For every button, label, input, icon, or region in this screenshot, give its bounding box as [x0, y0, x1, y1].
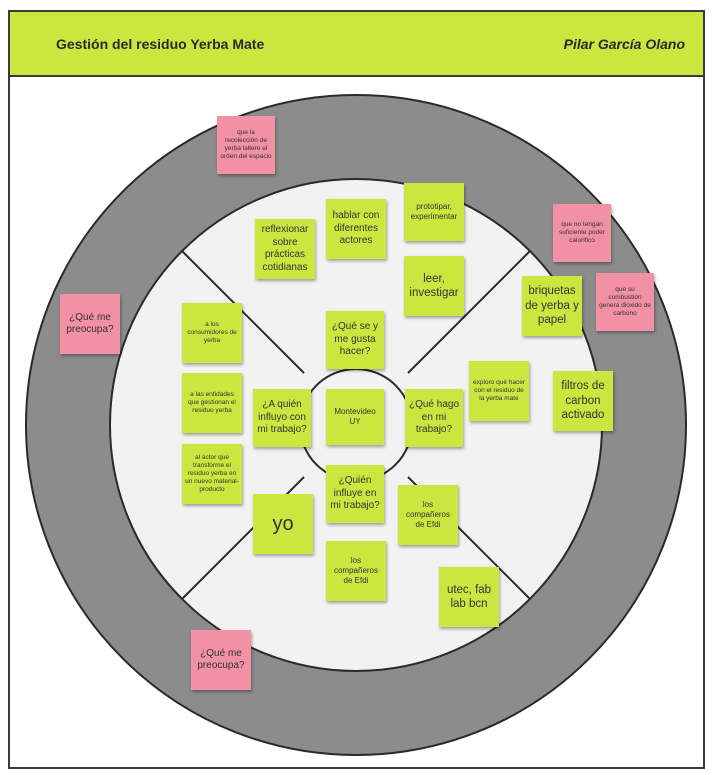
bottom-note-companeros-1[interactable]: los compañeros de Efdi — [398, 485, 458, 545]
center-note-right[interactable]: ¿Qué hago en mi trabajo? — [405, 389, 463, 447]
left-note-entidades[interactable]: a las entidades que gestionan el residuo… — [182, 373, 242, 433]
author-name: Pilar García Olano — [563, 36, 685, 52]
bottom-note-utec[interactable]: utec, fab lab bcn — [439, 567, 499, 627]
concern-note-recoleccion[interactable]: que la recolección de yerba laltere el o… — [217, 116, 275, 174]
right-note-filtros[interactable]: filtros de carbon activado — [553, 371, 613, 431]
divider-ne — [407, 250, 531, 374]
center-note-left[interactable]: ¿A quién influyo con mi trabajo? — [253, 389, 311, 447]
top-note-leer[interactable]: leer, investigar — [404, 256, 464, 316]
concern-label-bottom[interactable]: ¿Qué me preocupa? — [191, 630, 251, 690]
center-note-bottom[interactable]: ¿Quién influye en mi trabajo? — [326, 465, 384, 523]
bottom-note-yo[interactable]: yo — [253, 494, 313, 554]
concern-label-left[interactable]: ¿Qué me preocupa? — [60, 294, 120, 354]
top-note-reflexionar[interactable]: reflexionar sobre prácticas cotidianas — [255, 219, 315, 279]
concern-note-combustion[interactable]: que su combustión genera dioxido de carb… — [596, 273, 654, 331]
header-bar: Gestión del residuo Yerba Mate Pilar Gar… — [8, 10, 705, 77]
board-title: Gestión del residuo Yerba Mate — [56, 36, 265, 52]
right-note-exploro[interactable]: exploro qué hacer con el residuo de la y… — [469, 361, 529, 421]
top-note-hablar[interactable]: hablar con diferentes actores — [326, 199, 386, 259]
bottom-note-companeros-2[interactable]: los compañeros de Efdi — [326, 541, 386, 601]
left-note-consumidores[interactable]: a los consumidores de yerba — [182, 303, 242, 363]
top-note-prototipar[interactable]: prototipar, experimentar — [404, 183, 464, 241]
concern-note-poder-calorifico[interactable]: que no tengan suficiente poder calorific… — [553, 204, 611, 262]
right-note-briquetas[interactable]: briquetas de yerba y papel — [522, 276, 582, 336]
left-note-actor[interactable]: al actor que transforme el residuo yerba… — [182, 444, 242, 504]
center-note-middle[interactable]: Montevideo UY — [326, 389, 384, 445]
divider-nw — [181, 250, 305, 374]
center-note-top[interactable]: ¿Qué se y me gusta hacer? — [326, 311, 384, 369]
